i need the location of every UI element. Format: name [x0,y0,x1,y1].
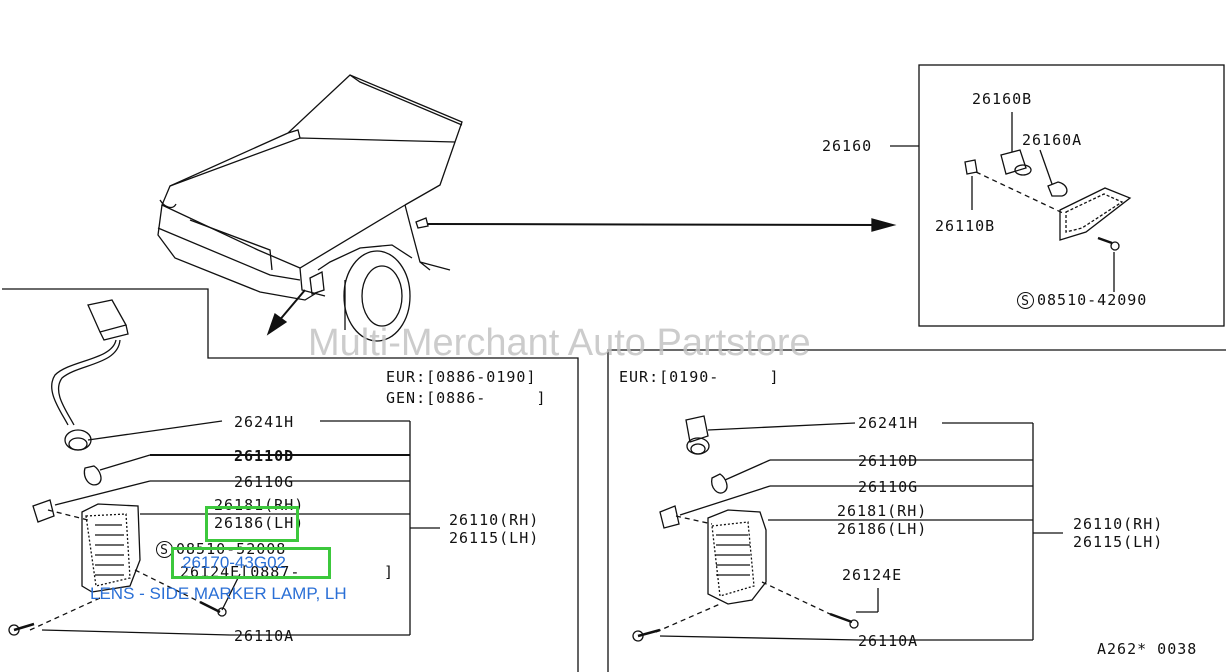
figure-code: A262* 0038 [1097,640,1198,658]
highlight-part-number-text[interactable]: 26170-43G02 [182,553,286,572]
right-label-bottom-screw: 26110A [858,632,919,650]
right-label-assy-rh: 26110(RH) [1073,515,1164,533]
left-panel-parts [8,299,440,636]
left-panel-frame [2,288,579,672]
left-label-bottom-screw: 26110A [234,627,295,645]
standard-part-icon: S [1017,292,1034,309]
part-tooltip: LENS - SIDE MARKER LAMP, LH [90,584,347,603]
right-label-lens-lh: 26186(LH) [837,520,928,538]
label-inset-clip: 26110B [935,217,996,235]
right-label-bulb: 26110D [858,452,919,470]
inset-parts [964,112,1132,292]
left-label-lens-lh: 26186(LH) [214,514,305,532]
left-label-lens-rh: 26181(RH) [214,496,305,514]
label-inset-bulb-socket: 26160B [972,90,1033,108]
left-label-screw2-close: ] [384,563,395,581]
right-label-clip: 26110G [858,478,919,496]
left-label-assy-lh: 26115(LH) [449,529,540,547]
right-range-eur: EUR:[0190- ] [619,368,780,386]
left-label-bulb: 26110D [234,447,295,465]
label-inset-bulb: 26160A [1022,131,1083,149]
right-label-lens-rh: 26181(RH) [837,502,928,520]
right-label-screw: 26124E [842,566,903,584]
left-label-assy-rh: 26110(RH) [449,511,540,529]
label-inset-assembly: 26160 [822,137,873,155]
right-panel-frame [607,349,1226,672]
left-range-eur: EUR:[0886-0190] [386,368,537,386]
watermark: Multi-Merchant Auto Partstore [308,322,811,364]
highlight-part-number[interactable] [171,547,331,579]
right-panel-parts [632,415,1063,642]
left-label-clip: 26110G [234,473,295,491]
left-label-socket: 26241H [234,413,295,431]
right-label-assy-lh: 26115(LH) [1073,533,1164,551]
right-label-socket: 26241H [858,414,919,432]
left-range-gen: GEN:[0886- ] [386,389,547,407]
highlight-lens-lh[interactable] [205,506,299,542]
inset-frame [918,64,1225,327]
truck-illustration [157,74,463,342]
